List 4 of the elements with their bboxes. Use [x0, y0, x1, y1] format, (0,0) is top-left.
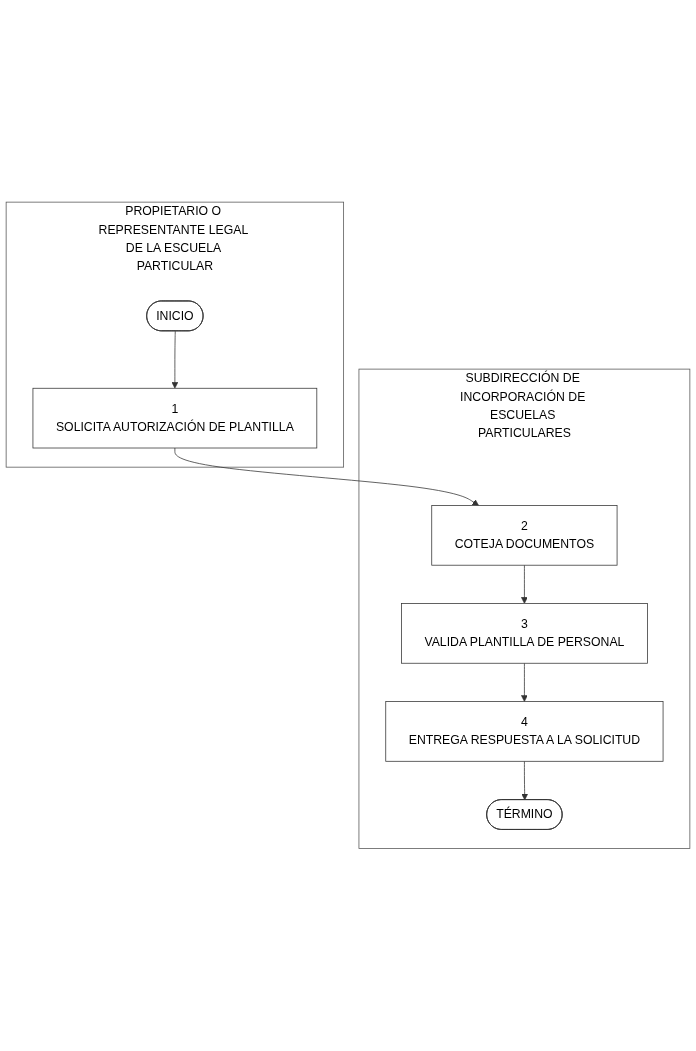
- node-box: 2 COTEJA DOCUMENTOS: [431, 505, 618, 566]
- node-box: 4 ENTREGA RESPUESTA A LA SOLICITUD: [385, 701, 664, 762]
- node-box: 1 SOLICITA AUTORIZACIÓN DE PLANTILLA: [32, 388, 318, 449]
- node-box: 3 VALIDA PLANTILLA DE PERSONAL: [401, 603, 648, 664]
